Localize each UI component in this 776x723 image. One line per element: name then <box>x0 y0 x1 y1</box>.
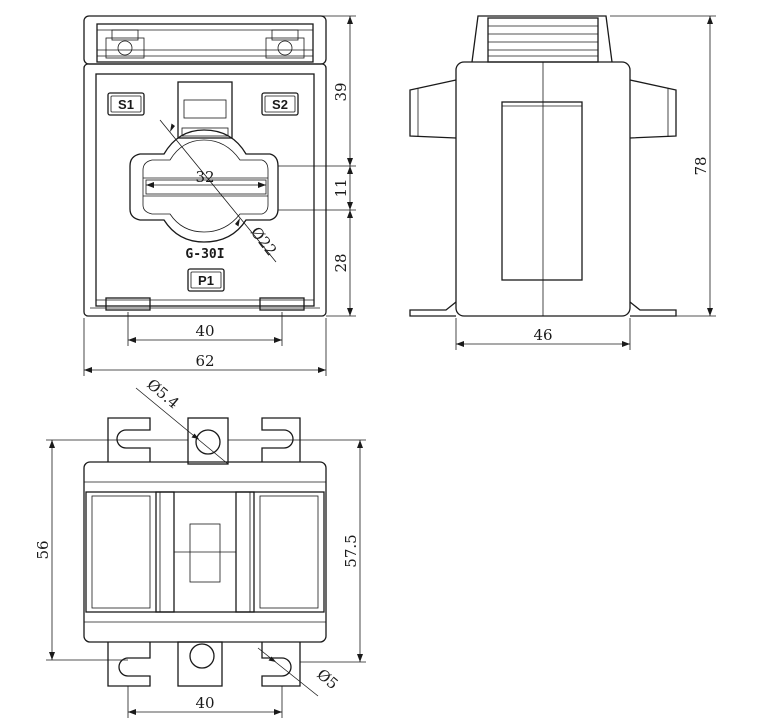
terminal-s1: S1 <box>107 92 145 116</box>
hole-mount-label: Ø5 <box>313 665 341 693</box>
top-height-dimension: 39 <box>332 82 350 101</box>
window-height-dimension: 11 <box>332 178 350 197</box>
model-label: G-30I <box>185 247 224 262</box>
hole-small-label: Ø5.4 <box>143 375 182 412</box>
terminal-p1: P1 <box>187 268 225 292</box>
front-view: S1 S2 32 Ø22 G-30I P1 <box>83 15 356 376</box>
side-view: 46 78 <box>409 15 716 350</box>
inner-height-dimension: 56 <box>34 540 52 559</box>
slot-spacing-dimension: 40 <box>195 694 214 712</box>
terminal-s2: S2 <box>261 92 299 116</box>
side-width-dimension: 46 <box>533 326 552 344</box>
base-width-dimension: 40 <box>195 322 214 340</box>
terminal-p1-label: P1 <box>198 273 214 288</box>
terminal-s1-label: S1 <box>118 97 134 112</box>
bottom-height-dimension: 28 <box>332 253 350 272</box>
hole-small-top <box>195 429 221 455</box>
terminal-s2-label: S2 <box>272 97 288 112</box>
outer-height-dimension: 57.5 <box>342 534 360 567</box>
window-diameter-label: Ø22 <box>247 223 281 259</box>
overall-width-dimension: 62 <box>195 352 214 370</box>
window-outline <box>129 129 279 243</box>
bottom-view: Ø5.4 Ø5 56 57.5 <box>34 375 366 718</box>
side-height-dimension: 78 <box>692 156 710 175</box>
